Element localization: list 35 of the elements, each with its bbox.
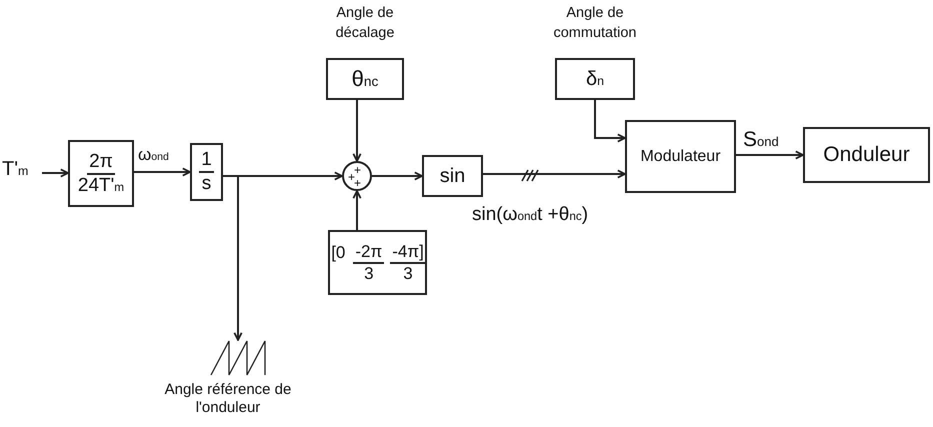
denominator: 3 (364, 264, 374, 284)
constant-block (555, 58, 635, 100)
denominator: s (202, 173, 212, 195)
numerator: -4π] (390, 242, 426, 264)
signal-arrow (594, 100, 626, 142)
numerator: -2π (353, 242, 384, 264)
block-label: Modulateur (640, 148, 721, 166)
block-heading: Angle de commutation (552, 4, 638, 43)
signal-arrow (223, 175, 242, 341)
transfer-function-block (68, 140, 134, 207)
process-block (803, 127, 930, 183)
block-label: Onduleur (823, 143, 910, 167)
plus-sign: + (354, 177, 362, 189)
signal-arrow (352, 190, 362, 230)
process-block (625, 120, 736, 193)
signal-arrow (42, 168, 69, 178)
block-label: sin (440, 165, 466, 187)
signal-arrow (483, 170, 626, 178)
constant-block (326, 58, 404, 100)
plus-sign: + (348, 171, 356, 183)
matrix-entry: [0 (330, 242, 346, 262)
denominator: 3 (403, 264, 413, 284)
numerator: 2π (87, 150, 115, 174)
plus-sign: + (354, 164, 362, 176)
signal-arrow (134, 168, 191, 176)
signal-arrow (736, 150, 804, 160)
block-heading: Angle de décalage (334, 4, 396, 43)
signal-caption: Angle référence de l'onduleur (164, 381, 292, 417)
signal-arrow (352, 100, 362, 162)
summing-junction (342, 161, 372, 191)
signal-arrow (372, 172, 423, 180)
transfer-function-block (190, 143, 223, 201)
numerator: 1 (199, 149, 214, 173)
constant-block (328, 230, 427, 295)
process-block (422, 155, 483, 197)
